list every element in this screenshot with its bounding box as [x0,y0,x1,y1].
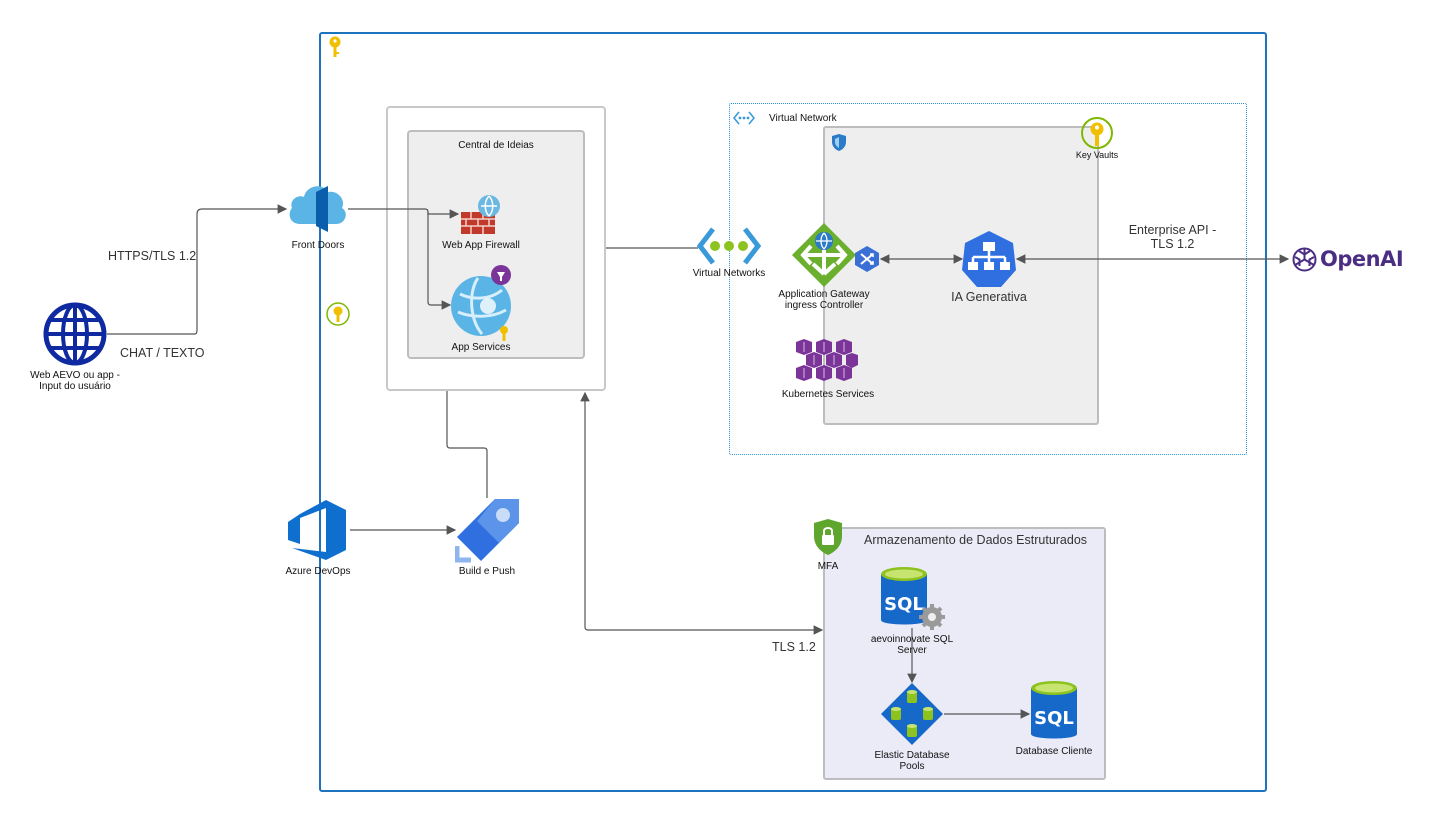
app-gateway-icon [792,223,856,287]
key-vault-icon [326,302,350,326]
virtual-networks-label: Virtual Networks [692,268,766,279]
azure-devops-label: Azure DevOps [285,566,351,577]
cloud-front-door-icon [289,186,346,232]
svg-text:SQL: SQL [884,594,924,615]
kubernetes-label: Kubernetes Services [781,389,875,400]
elastic-pool-icon [881,683,943,745]
elastic-pools-label: Elastic Database Pools [874,750,950,772]
aks-cluster-group [823,126,1099,425]
ia-generativa-label: IA Generativa [951,290,1027,304]
edge-label-tls: TLS 1.2 [772,640,816,654]
svg-text:SQL: SQL [1034,708,1074,729]
shield-lock-icon [814,519,842,555]
load-balancer-icon [855,246,879,272]
shield-icon [832,134,846,151]
edge-label-chat: CHAT / TEXTO [120,346,205,360]
vnet-small-icon [733,111,755,125]
app-gateway-label: Application Gateway ingress Controller [778,289,870,311]
front-doors-label: Front Doors [291,240,345,251]
openai-wordmark: OpenAI [1320,247,1404,271]
key-icon [329,36,341,57]
kubernetes-icon [796,339,858,381]
app-services-label: App Services [451,342,511,353]
sql-database-icon: SQL [1031,681,1077,739]
web-user-label: Web AEVO ou app - Input do usuário [30,370,120,392]
central-ideias-label: Central de Ideias [458,140,534,151]
virtual-network-group-label: Virtual Network [769,113,837,124]
key-vaults-icon [1081,117,1113,149]
sql-server-icon: SQL [881,567,945,630]
edge-label-enterprise-api: Enterprise API - TLS 1.2 [1128,223,1217,251]
edge-storage-central [580,391,824,635]
openai-logo-icon [1292,247,1317,272]
globe-icon [43,302,107,366]
edge-label-https: HTTPS/TLS 1.2 [108,249,197,263]
database-cliente-label: Database Cliente [1015,746,1093,757]
hierarchy-icon [962,231,1016,287]
edge-user-frontdoor [107,204,288,335]
sql-server-label: aevoinnovate SQL Server [870,634,954,656]
edge-frontdoor-waf [348,208,460,219]
azure-devops-icon [288,500,346,560]
key-vaults-label: Key Vaults [1075,150,1119,160]
build-push-label: Build e Push [458,566,516,577]
edge-central-build [446,391,488,498]
virtual-network-group [729,103,1247,455]
storage-group-label: Armazenamento de Dados Estruturados [864,533,1088,547]
azure-subscription-boundary [319,32,1267,792]
waf-label: Web App Firewall [442,240,520,251]
network-icon [697,227,761,265]
mfa-label: MFA [817,561,839,572]
app-service-icon [451,265,511,341]
firewall-icon [461,195,500,234]
edge-frontdoor-appservices [427,212,452,310]
rocket-pipeline-icon [455,499,519,563]
